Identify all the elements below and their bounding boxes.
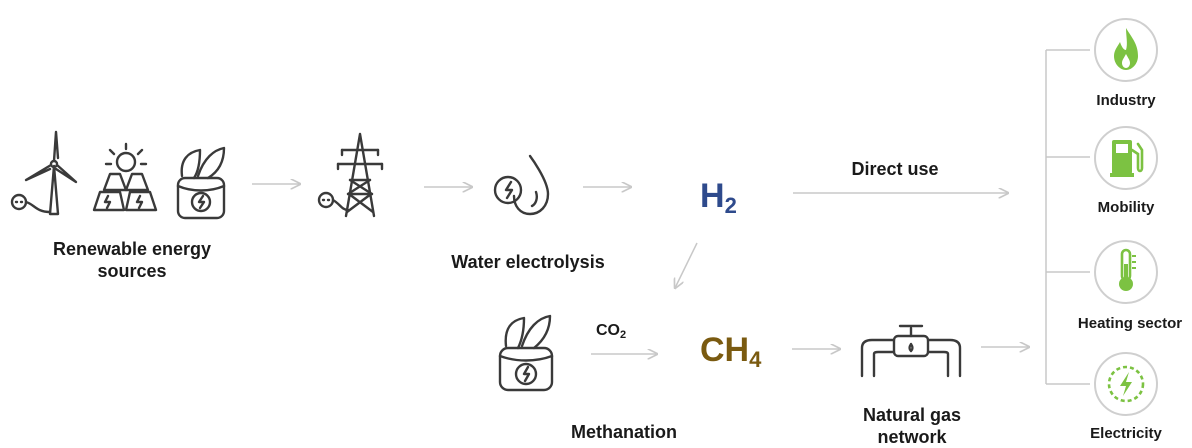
- flame-icon: [1094, 18, 1158, 82]
- arrow-h2-to-methanation: [675, 242, 698, 288]
- ch4-subscript: 4: [749, 347, 762, 372]
- thermometer-icon: [1094, 240, 1158, 304]
- h2-base: H: [700, 177, 725, 215]
- ch4-label: CH4: [700, 330, 761, 380]
- pipeline-valve-icon: [860, 324, 962, 378]
- lightning-icon: [1094, 352, 1158, 416]
- sector-label-heating: Heating sector: [1077, 315, 1183, 332]
- sector-label-industry: Industry: [1096, 92, 1156, 109]
- ch4-base: CH: [700, 331, 750, 369]
- solar-panel-icon: [92, 142, 158, 212]
- water-drop-icon: [493, 154, 550, 216]
- h2-subscript: 2: [724, 193, 737, 218]
- gas-network-label-line1: Natural gas: [862, 405, 962, 425]
- fuel-pump-icon: [1094, 126, 1158, 190]
- wind-turbine-icon: [10, 130, 78, 216]
- direct-use-label: Direct use: [851, 159, 939, 179]
- co2-base: CO: [596, 322, 620, 339]
- gas-network-label: Natural gas network: [840, 404, 984, 448]
- co2-subscript: 2: [620, 329, 627, 341]
- sources-label-line1: Renewable energy: [52, 239, 212, 259]
- sources-label-line2: sources: [97, 261, 167, 281]
- sector-label-electricity: Electricity: [1090, 425, 1162, 442]
- methanation-biomass-icon: [498, 314, 554, 392]
- biomass-icon: [176, 146, 226, 220]
- electrolysis-label: Water electrolysis: [451, 252, 605, 272]
- h2-label: H2: [700, 176, 737, 226]
- gas-network-label-line2: network: [877, 427, 947, 447]
- sector-label-mobility: Mobility: [1097, 199, 1155, 216]
- methanation-label: Methanation: [571, 422, 677, 442]
- power-pylon-icon: [317, 132, 384, 218]
- co2-label: CO2: [596, 322, 626, 341]
- sources-label: Renewable energy sources: [40, 238, 224, 282]
